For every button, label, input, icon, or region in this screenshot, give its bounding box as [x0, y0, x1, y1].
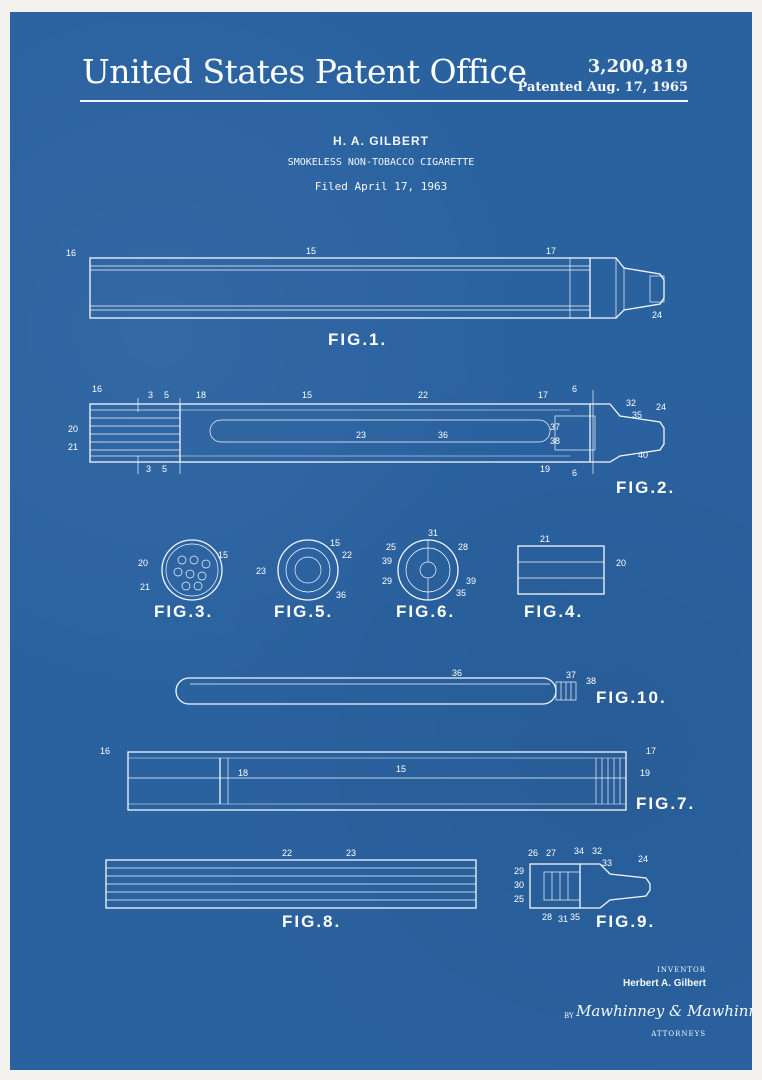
fig9-label: FIG.9.	[596, 912, 656, 931]
ref-16: 16	[66, 248, 77, 258]
patent-number: 3,200,819	[587, 56, 688, 77]
ref-28-fig9: 28	[542, 912, 553, 922]
attorneys-signature: Mawhinney & Mawhinney	[576, 1002, 752, 1020]
ref-25-fig9: 25	[514, 894, 525, 904]
fig1-label: FIG.1.	[328, 330, 388, 349]
fig6-drawing	[397, 539, 459, 601]
ref-33: 33	[602, 858, 613, 868]
ref-15-fig3: 15	[218, 550, 229, 560]
inventor-caption: INVENTOR	[657, 966, 706, 974]
ref-32: 32	[626, 398, 637, 408]
ref-21: 21	[68, 442, 79, 452]
ref-28: 28	[458, 542, 469, 552]
filed-date: Filed April 17, 1963	[314, 180, 448, 193]
office-title: United States Patent Office	[82, 52, 527, 91]
ref-29: 29	[382, 576, 393, 586]
by-label: BY	[564, 1012, 574, 1020]
ref-section-6-top: 6	[572, 384, 578, 394]
ref-38-fig10: 38	[586, 676, 597, 686]
invention-title: SMOKELESS NON-TOBACCO CIGARETTE	[287, 157, 475, 168]
ref-20-fig4: 20	[616, 558, 627, 568]
fig3-label: FIG.3.	[154, 602, 214, 621]
ref-37: 37	[550, 422, 561, 432]
ref-31: 31	[428, 528, 439, 538]
ref-15-fig2: 15	[302, 390, 313, 400]
header-rule	[80, 100, 688, 102]
ref-21-fig3: 21	[140, 582, 151, 592]
fig4-label: FIG.4.	[524, 602, 584, 621]
ref-section-3-bottom: 3	[146, 464, 152, 474]
ref-36-fig10: 36	[452, 668, 463, 678]
ref-18-fig7: 18	[238, 768, 249, 778]
ref-22-fig5: 22	[342, 550, 353, 560]
fig2-label: FIG.2.	[616, 478, 676, 497]
ref-36-fig5: 36	[336, 590, 347, 600]
patent-drawings	[89, 257, 665, 909]
fig7-drawing	[127, 751, 627, 811]
ref-17-fig7: 17	[646, 746, 657, 756]
ref-35-fig9: 35	[570, 912, 581, 922]
fig4-drawing	[517, 545, 605, 595]
ref-32-fig9: 32	[592, 846, 603, 856]
ref-20: 20	[68, 424, 79, 434]
fig8-drawing	[105, 859, 477, 909]
ref-20-fig3: 20	[138, 558, 149, 568]
ref-39-right: 39	[466, 576, 477, 586]
ref-25: 25	[386, 542, 397, 552]
ref-15: 15	[306, 246, 317, 256]
ref-35: 35	[632, 410, 643, 420]
ref-16-fig7: 16	[100, 746, 111, 756]
ref-23-fig8: 23	[346, 848, 357, 858]
fig1-drawing	[89, 257, 665, 319]
ref-15-fig7: 15	[396, 764, 407, 774]
ref-section-5-top: 5	[164, 390, 170, 400]
ref-23-fig5: 23	[256, 566, 267, 576]
fig9-drawing	[529, 863, 651, 909]
ref-17-fig2: 17	[538, 390, 549, 400]
ref-39: 39	[382, 556, 393, 566]
blueprint-sheet: United States Patent Office 3,200,819 Pa…	[10, 12, 752, 1070]
fig5-drawing	[277, 539, 339, 601]
ref-19-fig7: 19	[640, 768, 651, 778]
ref-37-fig10: 37	[566, 670, 577, 680]
ref-26: 26	[528, 848, 539, 858]
fig6-label: FIG.6.	[396, 602, 456, 621]
ref-38: 38	[550, 436, 561, 446]
ref-27: 27	[546, 848, 557, 858]
fig2-drawing	[89, 390, 665, 474]
ref-15-fig5: 15	[330, 538, 341, 548]
ref-22-fig8: 22	[282, 848, 293, 858]
ref-24-fig2: 24	[656, 402, 667, 412]
ref-18: 18	[196, 390, 207, 400]
attorneys-caption: ATTORNEYS	[651, 1030, 706, 1038]
ref-24-fig9: 24	[638, 854, 649, 864]
fig7-label: FIG.7.	[636, 794, 696, 813]
ref-17: 17	[546, 246, 557, 256]
fig10-drawing	[175, 677, 577, 705]
ref-24: 24	[652, 310, 663, 320]
fig3-drawing	[161, 539, 223, 601]
ref-34: 34	[574, 846, 585, 856]
ref-section-5-bottom: 5	[162, 464, 168, 474]
fig10-label: FIG.10.	[596, 688, 667, 707]
ref-35-fig6: 35	[456, 588, 467, 598]
ref-31-fig9: 31	[558, 914, 569, 924]
ref-section-3-top: 3	[148, 390, 154, 400]
ref-36: 36	[438, 430, 449, 440]
ref-19: 19	[540, 464, 551, 474]
ref-section-6-bottom: 6	[572, 468, 578, 478]
inventor-name: Herbert A. Gilbert	[623, 978, 706, 989]
patented-date: Patented Aug. 17, 1965	[517, 80, 688, 95]
fig5-label: FIG.5.	[274, 602, 334, 621]
ref-40: 40	[638, 450, 649, 460]
ref-29-fig9: 29	[514, 866, 525, 876]
fig8-label: FIG.8.	[282, 912, 342, 931]
ref-23: 23	[356, 430, 367, 440]
ref-22: 22	[418, 390, 429, 400]
inventor-line: H. A. GILBERT	[333, 134, 429, 148]
ref-30: 30	[514, 880, 525, 890]
ref-21-fig4: 21	[540, 534, 551, 544]
ref-16-fig2: 16	[92, 384, 103, 394]
